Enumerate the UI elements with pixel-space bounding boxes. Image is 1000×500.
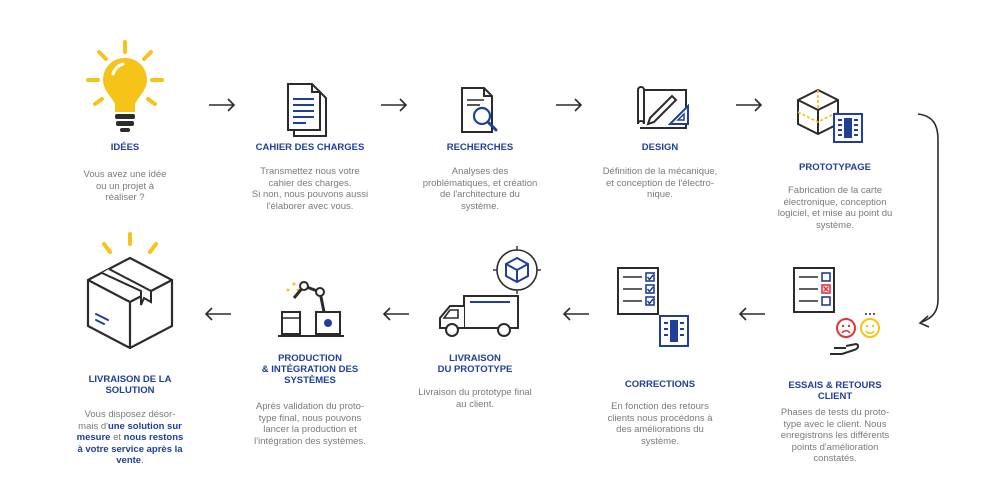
step-desc-livraison-solution: Vous disposez désor- mais d'une solution… — [70, 409, 190, 467]
desc-text: et — [110, 432, 124, 443]
desc-text: . — [141, 455, 144, 466]
step-title-livraison-solution: LIVRAISON DE LA SOLUTION — [88, 374, 172, 396]
arrow-left-icon — [204, 307, 231, 321]
robot-arm-icon — [278, 281, 344, 337]
step-desc-production: Après validation du proto- type final, n… — [254, 401, 366, 447]
document-search-icon — [461, 87, 498, 133]
arrow-left-icon — [382, 307, 409, 321]
arrow-right-icon — [381, 98, 408, 112]
step-title-design: DESIGN — [641, 142, 679, 153]
document-icon — [287, 83, 327, 137]
step-desc-essais-retours-client: Phases de tests du proto- type avec le c… — [780, 407, 890, 464]
checklist-circuit-icon — [617, 267, 689, 347]
feedback-checklist-icon — [793, 267, 880, 355]
step-title-essais-retours-client: ESSAIS & RETOURS CLIENT — [788, 380, 882, 402]
step-title-livraison-prototype: LIVRAISON DU PROTOTYPE — [437, 353, 513, 375]
arrow-left-icon — [562, 307, 589, 321]
package-box-icon — [86, 232, 174, 350]
arrow-right-icon — [556, 98, 583, 112]
step-title-cahier-des-charges: CAHIER DES CHARGES — [255, 142, 365, 153]
step-desc-cahier-des-charges: Transmettez nous votre cahier des charge… — [251, 166, 369, 212]
step-desc-prototypage: Fabrication de la carte électronique, co… — [777, 185, 893, 231]
step-desc-recherches: Analyses des problématiques, et création… — [422, 166, 538, 212]
step-title-prototypage: PROTOTYPAGE — [799, 162, 871, 173]
step-desc-idees: Vous avez une idée ou un projet à réalis… — [83, 169, 167, 203]
arrow-curve-icon — [917, 113, 939, 328]
desc-emphasis: nous restons à votre service après la ve… — [77, 432, 184, 466]
arrow-right-icon — [209, 98, 236, 112]
cube-circuit-icon — [797, 88, 863, 143]
lightbulb-icon — [86, 40, 164, 132]
blueprint-icon — [637, 86, 689, 129]
step-title-production: PRODUCTION & INTÉGRATION DES SYSTÈMES — [261, 353, 359, 386]
desc-emphasis: une solution sur mesure — [76, 420, 182, 444]
step-desc-design: Définition de la mécanique, et conceptio… — [602, 166, 718, 200]
step-title-recherches: RECHERCHES — [446, 142, 514, 153]
step-desc-corrections: En fonction des retours clients nous pro… — [607, 401, 713, 447]
arrow-left-icon — [738, 307, 765, 321]
delivery-truck-icon — [439, 246, 541, 337]
desc-text: Vous disposez désor- mais d' — [78, 409, 176, 432]
step-desc-livraison-prototype: Livraison du prototype final au client. — [418, 387, 532, 410]
step-title-idees: IDÉES — [110, 142, 140, 153]
arrow-right-icon — [736, 98, 763, 112]
step-title-corrections: CORRECTIONS — [624, 379, 696, 390]
